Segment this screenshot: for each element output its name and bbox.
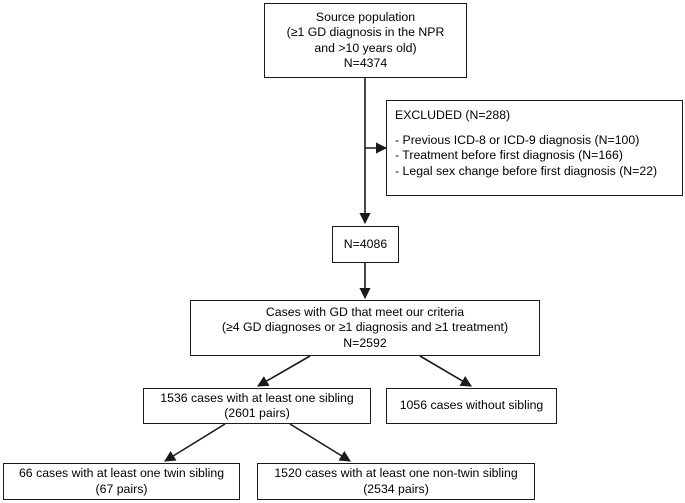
cases-with-non-twin-sibling-label: 1520 cases with at least one non-twin si… xyxy=(274,466,518,480)
excluded-heading: EXCLUDED (N=288) xyxy=(395,108,511,122)
criteria-cases-box[interactable]: Cases with GD that meet our criteria (≥4… xyxy=(190,300,540,356)
criteria-cases-line-1: Cases with GD that meet our criteria xyxy=(265,304,465,319)
cases-with-non-twin-sibling-box[interactable]: 1520 cases with at least one non-twin si… xyxy=(257,463,535,500)
cases-with-sibling-pairs: (2601 pairs) xyxy=(224,406,290,420)
edge-sibling-to-non-twin xyxy=(289,423,351,462)
source-population-count: N=4374 xyxy=(343,56,388,70)
remaining-count-box[interactable]: N=4086 xyxy=(332,226,399,263)
cases-with-non-twin-sibling-pairs: (2534 pairs) xyxy=(363,481,429,496)
criteria-cases-line-2: (≥4 GD diagnoses or ≥1 diagnosis and ≥1 … xyxy=(221,320,509,335)
edge-criteria-to-without-sibling xyxy=(419,355,472,387)
excluded-item-previous-diagnosis: - Previous ICD-8 or ICD-9 diagnosis (N=1… xyxy=(395,132,640,147)
edge-sibling-to-twin xyxy=(164,423,226,462)
source-population-line-2: (≥1 GD diagnosis in the NPR xyxy=(286,25,445,39)
source-population-box[interactable]: Source population (≥1 GD diagnosis in th… xyxy=(264,3,467,78)
source-population-line-1: Source population xyxy=(315,9,416,24)
cases-without-sibling-label: 1056 cases without sibling xyxy=(399,398,544,413)
excluded-box[interactable]: EXCLUDED (N=288) - Previous ICD-8 or ICD… xyxy=(386,100,683,196)
cases-with-twin-sibling-label: 66 cases with at least one twin sibling xyxy=(18,466,225,480)
excluded-item-treatment-before-diagnosis: - Treatment before first diagnosis (N=16… xyxy=(395,148,623,162)
cases-with-sibling-label: 1536 cases with at least one sibling xyxy=(160,390,354,405)
remaining-count: N=4086 xyxy=(343,236,388,251)
source-population-line-3: and >10 years old) xyxy=(314,40,417,55)
cases-with-twin-sibling-pairs: (67 pairs) xyxy=(95,481,148,496)
cases-with-twin-sibling-box[interactable]: 66 cases with at least one twin sibling … xyxy=(3,463,240,500)
edge-criteria-to-with-sibling xyxy=(257,355,311,387)
excluded-item-legal-sex-change: - Legal sex change before first diagnosi… xyxy=(395,163,658,178)
criteria-cases-count: N=2592 xyxy=(343,335,387,350)
cases-with-sibling-box[interactable]: 1536 cases with at least one sibling (26… xyxy=(143,388,371,424)
cases-without-sibling-box[interactable]: 1056 cases without sibling xyxy=(386,388,557,424)
